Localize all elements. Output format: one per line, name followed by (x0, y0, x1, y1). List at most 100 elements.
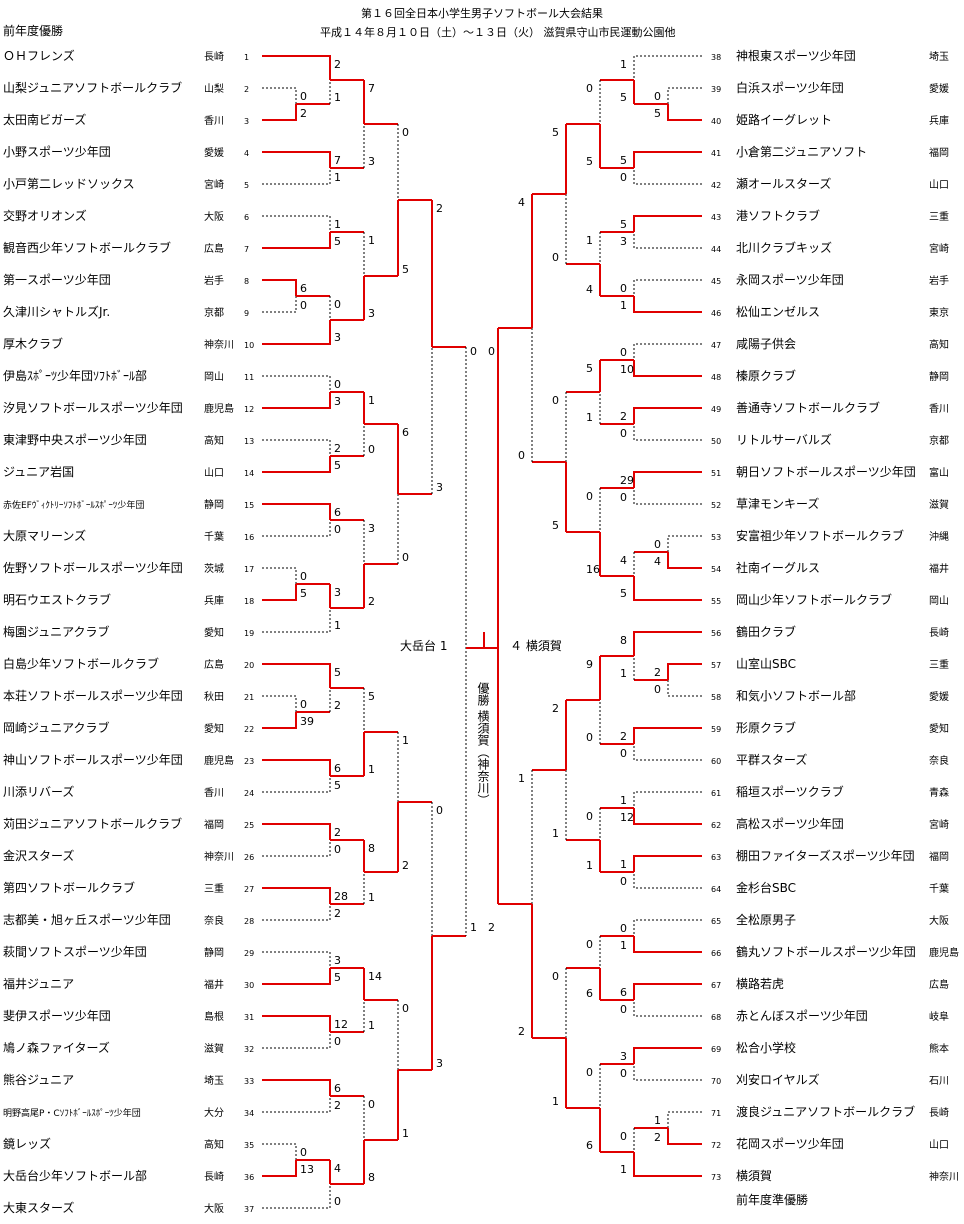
match-score: 3 (334, 331, 341, 344)
bracket-line (633, 424, 702, 441)
team-prefecture: 京都 (929, 434, 949, 447)
match-score: 1 (368, 394, 375, 407)
bracket-line (262, 823, 331, 840)
team-number: 23 (244, 757, 254, 766)
match-score: 0 (654, 683, 661, 696)
match-score: 13 (300, 1163, 314, 1176)
team-name: リトルサーバルズ (736, 432, 832, 447)
bracket-line (633, 215, 702, 232)
match-score: 4 (654, 555, 661, 568)
team-prefecture: 山口 (929, 1139, 949, 1151)
bracket-line (262, 968, 331, 985)
team-name: 形原クラブ (736, 720, 796, 735)
team-name: 朝日ソフトボールスポーツ少年団 (736, 465, 916, 479)
team-name: 明石ウエストクラブ (3, 592, 111, 607)
team-name: 鶴丸ソフトボールスポーツ少年団 (736, 944, 916, 959)
match-score: 0 (620, 1003, 627, 1016)
team-prefecture: 石川 (929, 1076, 949, 1087)
bracket-line (262, 392, 331, 409)
match-score: 0 (334, 378, 341, 391)
match-score: 6 (586, 987, 593, 1000)
team-number: 2 (244, 85, 249, 94)
match-score: 2 (402, 859, 409, 872)
team-prefecture: 京都 (204, 306, 224, 319)
team-number: 1 (244, 53, 249, 62)
bracket-line (262, 279, 297, 296)
team-name: 北川クラブキッズ (736, 240, 832, 255)
bracket-line (262, 759, 331, 776)
team-number: 49 (711, 405, 721, 414)
match-score: 5 (368, 690, 375, 703)
team-prefecture: 高知 (204, 1138, 224, 1151)
team-number: 68 (711, 1013, 721, 1022)
match-score: 0 (620, 282, 627, 295)
bracket-line (667, 680, 702, 697)
bracket-line (262, 567, 297, 584)
team-name: 熊谷ジュニア (3, 1072, 74, 1087)
team-prefecture: 宮崎 (929, 818, 949, 831)
match-score: 0 (552, 394, 559, 407)
bracket-line (262, 1015, 331, 1032)
team-prefecture: 埼玉 (929, 50, 949, 63)
team-name: 和気小ソフトボール部 (736, 688, 856, 703)
team-prefecture: 秋田 (204, 690, 224, 703)
match-score: 2 (552, 702, 559, 715)
page-subtitle: 平成１４年８月１０日（土）～１３日（火） 滋賀県守山市民運動公園他 (320, 26, 676, 39)
match-score: 5 (300, 587, 307, 600)
bracket-line (262, 904, 331, 921)
bracket-line (262, 1143, 297, 1160)
match-score: 0 (620, 171, 627, 184)
team-name: 明野高尾P・Cｿﾌﾄﾎﾞｰﾙｽﾎﾟｰﾂ少年団 (3, 1107, 141, 1119)
team-name: 交野オリオンズ (3, 208, 87, 223)
team-name: 佐野ソフトボールスポーツ少年団 (3, 561, 183, 575)
team-prefecture: 神奈川 (929, 1170, 959, 1183)
bracket-line (262, 456, 331, 473)
match-score: 1 (402, 1127, 409, 1140)
bracket-line (633, 1064, 702, 1081)
team-number: 56 (711, 629, 721, 638)
team-prefecture: 千葉 (204, 530, 224, 543)
team-number: 18 (244, 597, 254, 606)
bracket-line (633, 168, 702, 185)
team-name: 第四ソフトボールクラブ (3, 880, 135, 895)
team-number: 31 (244, 1013, 254, 1022)
team-prefecture: 神奈川 (204, 850, 234, 863)
team-prefecture: 愛知 (204, 626, 224, 639)
match-score: 0 (620, 346, 627, 359)
team-number: 10 (244, 341, 254, 350)
bracket-line (262, 375, 331, 392)
team-name: 本荘ソフトボールスポーツ少年団 (3, 689, 183, 703)
match-score: 1 (334, 91, 341, 104)
match-score: 8 (368, 1171, 375, 1184)
team-name: 萩間ソフトスポーツ少年団 (3, 945, 147, 959)
bracket-line (633, 576, 702, 601)
team-prefecture: 長崎 (929, 1106, 949, 1119)
team-prefecture: 山口 (929, 179, 949, 191)
match-score: 0 (586, 490, 593, 503)
match-score: 1 (620, 1163, 627, 1176)
team-name: 汐見ソフトボールスポーツ少年団 (3, 400, 183, 415)
bracket-lines (262, 55, 702, 1209)
bracket-line (633, 936, 702, 953)
match-score: 3 (368, 155, 375, 168)
team-number: 28 (244, 917, 254, 926)
team-name: 小戸第二レッドソックス (3, 177, 135, 191)
match-score: 9 (586, 658, 593, 671)
match-score: 1 (368, 891, 375, 904)
bracket-line (262, 439, 331, 456)
match-score: 5 (620, 91, 627, 104)
team-name: 川添リバーズ (3, 784, 74, 799)
team-name: 渡良ジュニアソフトボールクラブ (736, 1104, 915, 1119)
bracket-line (262, 584, 297, 601)
team-name: 安富祖少年ソフトボールクラブ (736, 528, 904, 543)
team-number: 12 (244, 405, 254, 414)
team-prefecture: 福井 (929, 562, 949, 575)
team-prefecture: 岐阜 (929, 1010, 949, 1023)
bracket-line (667, 535, 702, 552)
bracket-line (633, 631, 702, 656)
team-name: 赤とんぼスポーツ少年団 (736, 1009, 868, 1023)
match-score: 4 (620, 554, 627, 567)
bracket-line (633, 919, 702, 936)
